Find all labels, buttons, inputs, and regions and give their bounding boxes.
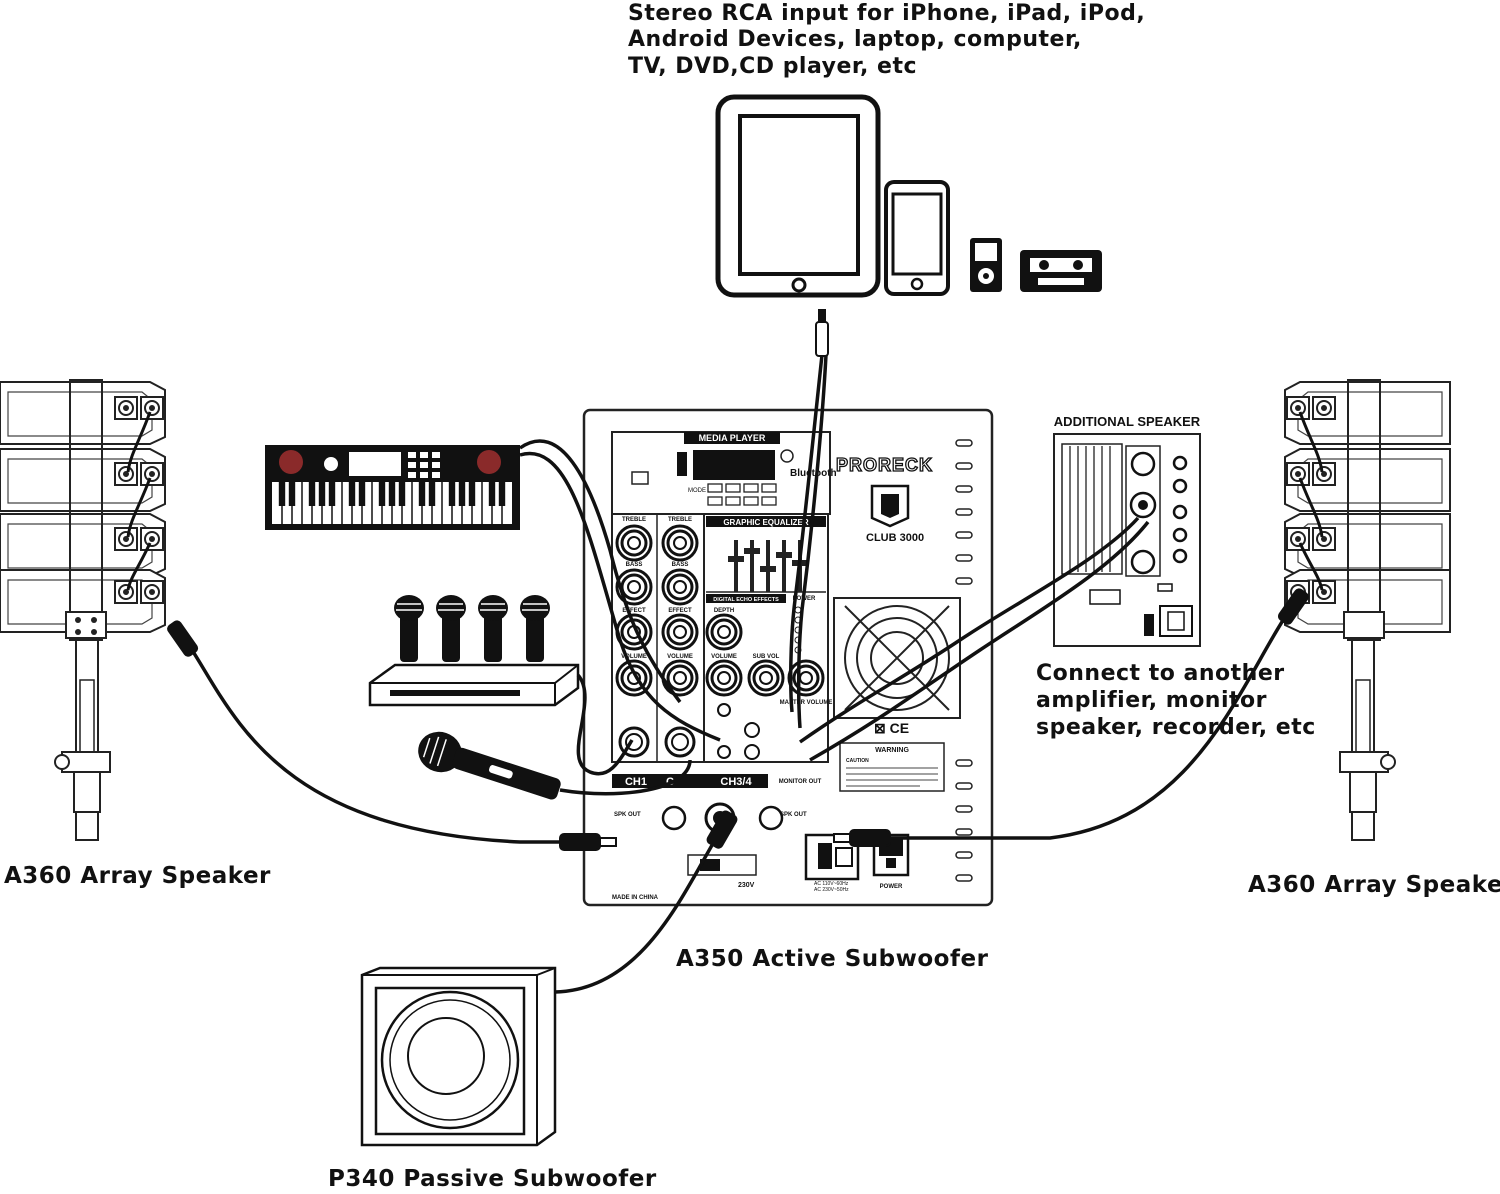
source-description-line3: TV, DVD,CD player, etc — [628, 54, 918, 79]
ipod-icon — [970, 238, 1002, 292]
keyboard-black-key — [498, 482, 506, 506]
plugs — [167, 309, 1309, 851]
keyboard-black-key — [388, 482, 396, 506]
bass-label-2: BASS — [672, 562, 689, 568]
wireless-mic-receiver — [368, 663, 580, 707]
echo-label: DIGITAL ECHO EFFECTS — [713, 597, 779, 603]
tablet-icon — [715, 94, 881, 298]
ce-mark: ⊠ CE — [874, 720, 909, 736]
treble-label-2: TREBLE — [668, 517, 692, 523]
treble-label-1: TREBLE — [622, 517, 646, 523]
spk-out-right-label: SPK OUT — [780, 812, 807, 818]
connect-description-line3: speaker, recorder, etc — [1036, 715, 1316, 740]
made-in-label: MADE IN CHINA — [612, 895, 659, 901]
connect-description-line1: Connect to another — [1036, 661, 1285, 686]
volume-label-3: VOLUME — [711, 654, 737, 660]
ac-rating-label-2: AC 230V~50Hz — [814, 887, 849, 893]
wired-microphone — [418, 731, 561, 800]
passive-subwoofer-label: P340 Passive Subwoofer — [328, 1166, 657, 1192]
keyboard-black-key — [398, 482, 406, 506]
warning-label: WARNING — [875, 747, 909, 754]
keyboard-black-key — [428, 482, 436, 506]
caution-label: CAUTION — [846, 758, 869, 764]
power-label: POWER — [880, 884, 903, 890]
keyboard-black-key — [278, 482, 286, 506]
keyboard-black-key — [328, 482, 336, 506]
model-label: CLUB 3000 — [866, 532, 924, 544]
cooling-fan — [833, 597, 961, 719]
active-subwoofer-label: A350 Active Subwoofer — [676, 946, 989, 972]
right-array-speaker — [1284, 379, 1451, 841]
volume-label-1: VOLUME — [621, 654, 647, 660]
spk-out-left-label: SPK OUT — [614, 812, 641, 818]
volume-label-2: VOLUME — [667, 654, 693, 660]
phone-icon — [884, 180, 950, 296]
mode-label: MODE — [688, 488, 706, 494]
passive-subwoofer — [360, 966, 557, 1147]
depth-label: DEPTH — [714, 608, 734, 614]
additional-speaker — [1053, 433, 1201, 647]
source-description-line1: Stereo RCA input for iPhone, iPad, iPod, — [628, 1, 1146, 26]
cassette-icon — [1020, 250, 1102, 292]
keyboard-icon — [265, 445, 520, 530]
keyboard-black-key — [418, 482, 426, 506]
cables — [178, 354, 1297, 994]
keyboard-black-key — [448, 482, 456, 506]
sub-vol-label: SUB VOL — [753, 654, 780, 660]
effect-label-2: EFFECT — [668, 608, 692, 614]
ch34-label: CH3/4 — [720, 776, 752, 788]
bass-label-1: BASS — [626, 562, 643, 568]
active-subwoofer-panel: MEDIA PLAYER MODE Bluetooth PRORECK CLUB… — [582, 408, 994, 907]
keyboard-black-key — [288, 482, 296, 506]
keyboard-black-key — [358, 482, 366, 506]
xlr-inputs — [618, 703, 760, 760]
keyboard-keys — [278, 482, 506, 524]
keyboard-black-key — [468, 482, 476, 506]
left-array-label: A360 Array Speaker — [4, 863, 271, 889]
keyboard-black-key — [488, 482, 496, 506]
source-description-line2: Android Devices, laptop, computer, — [628, 27, 1082, 52]
keyboard-black-key — [308, 482, 316, 506]
microphone-icon — [393, 594, 551, 663]
additional-speaker-label: ADDITIONAL SPEAKER — [1054, 414, 1201, 429]
left-array-speaker — [0, 379, 166, 841]
connect-description-line2: amplifier, monitor — [1036, 688, 1267, 713]
master-volume-label: MASTER VOLUME — [780, 700, 833, 706]
keyboard-black-key — [458, 482, 466, 506]
monitor-out-label: MONITOR OUT — [779, 779, 822, 785]
effect-label-1: EFFECT — [622, 608, 646, 614]
keyboard-black-key — [348, 482, 356, 506]
right-array-label: A360 Array Speaker — [1248, 872, 1500, 898]
ac-rating-label: AC 110V~60Hz — [814, 881, 849, 887]
ch1-label: CH1 — [625, 776, 647, 788]
graphic-eq-label: GRAPHIC EQUALIZER — [723, 518, 809, 527]
voltage-label: 230V — [738, 882, 755, 889]
media-player-label: MEDIA PLAYER — [699, 433, 766, 443]
keyboard-black-key — [378, 482, 386, 506]
bluetooth-label: Bluetooth — [790, 468, 837, 479]
brand-label: PRORECK — [836, 455, 933, 475]
keyboard-black-key — [318, 482, 326, 506]
